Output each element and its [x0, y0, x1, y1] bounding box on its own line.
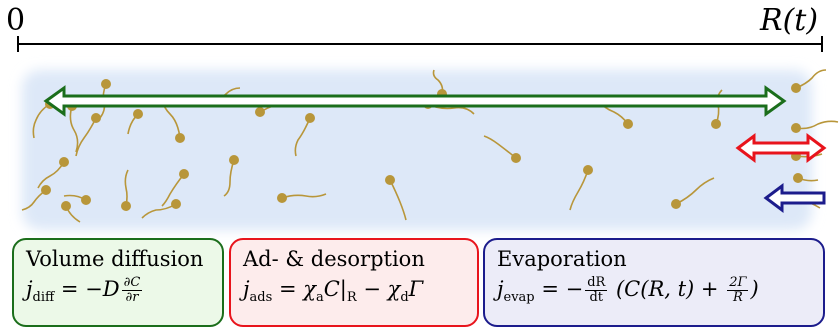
- axis-start-label: 0: [6, 3, 26, 38]
- evaporation-title: Evaporation: [497, 247, 627, 271]
- diffusion-box: Volume diffusion jdiff = −D∂C∂r: [12, 238, 224, 327]
- diffusion-frac-den: ∂r: [125, 290, 139, 305]
- axis-end-label: R(t): [760, 3, 819, 38]
- diffusion-eq-sub: diff: [32, 290, 55, 306]
- evaporation-frac1-den: dt: [589, 290, 604, 305]
- evaporation-eq-lhs: j: [497, 277, 504, 301]
- diffusion-arrow: [43, 85, 787, 117]
- evaporation-frac2-den: R: [732, 290, 743, 305]
- diffusion-title: Volume diffusion: [26, 247, 204, 271]
- adsorption-eq-rest-1: = χ: [272, 277, 316, 301]
- solution-region: [22, 70, 812, 230]
- diffusion-frac-num: ∂C: [121, 275, 143, 291]
- diffusion-eq-lhs: j: [26, 277, 33, 301]
- evaporation-eq-close: ): [750, 277, 759, 301]
- adsorption-eq-sub: ads: [249, 290, 273, 306]
- adsorption-title: Ad- & desorption: [243, 247, 425, 271]
- adsorption-equation: jads = χaC|R − χdΓ: [243, 274, 467, 313]
- evaporation-eq-paren: (C(R, t) +: [609, 277, 726, 301]
- adsorption-eq-lhs: j: [243, 277, 250, 301]
- evaporation-arrow: [763, 183, 826, 213]
- evaporation-eq-sub: evap: [503, 290, 535, 306]
- evaporation-eq-mid: = −: [534, 277, 584, 301]
- adsorption-eq-rest-4: Γ: [408, 277, 424, 301]
- adsorption-eq-rest-3: − χ: [356, 277, 401, 301]
- diffusion-equation: jdiff = −D∂C∂r: [26, 274, 212, 313]
- adsorption-eq-sub-a: a: [315, 290, 324, 306]
- evaporation-frac2-num: 2Γ: [727, 275, 749, 291]
- adsorption-eq-sub-r: R: [346, 290, 357, 306]
- adsorption-arrow: [735, 133, 827, 163]
- adsorption-eq-sub-d: d: [400, 290, 409, 306]
- adsorption-box: Ad- & desorption jads = χaC|R − χdΓ: [229, 238, 479, 327]
- diffusion-fraction: ∂C∂r: [121, 275, 143, 305]
- diffusion-eq-mid: = −D: [54, 277, 120, 301]
- evaporation-frac1-num: dR: [585, 275, 608, 291]
- adsorption-eq-rest-2: C|: [323, 277, 347, 301]
